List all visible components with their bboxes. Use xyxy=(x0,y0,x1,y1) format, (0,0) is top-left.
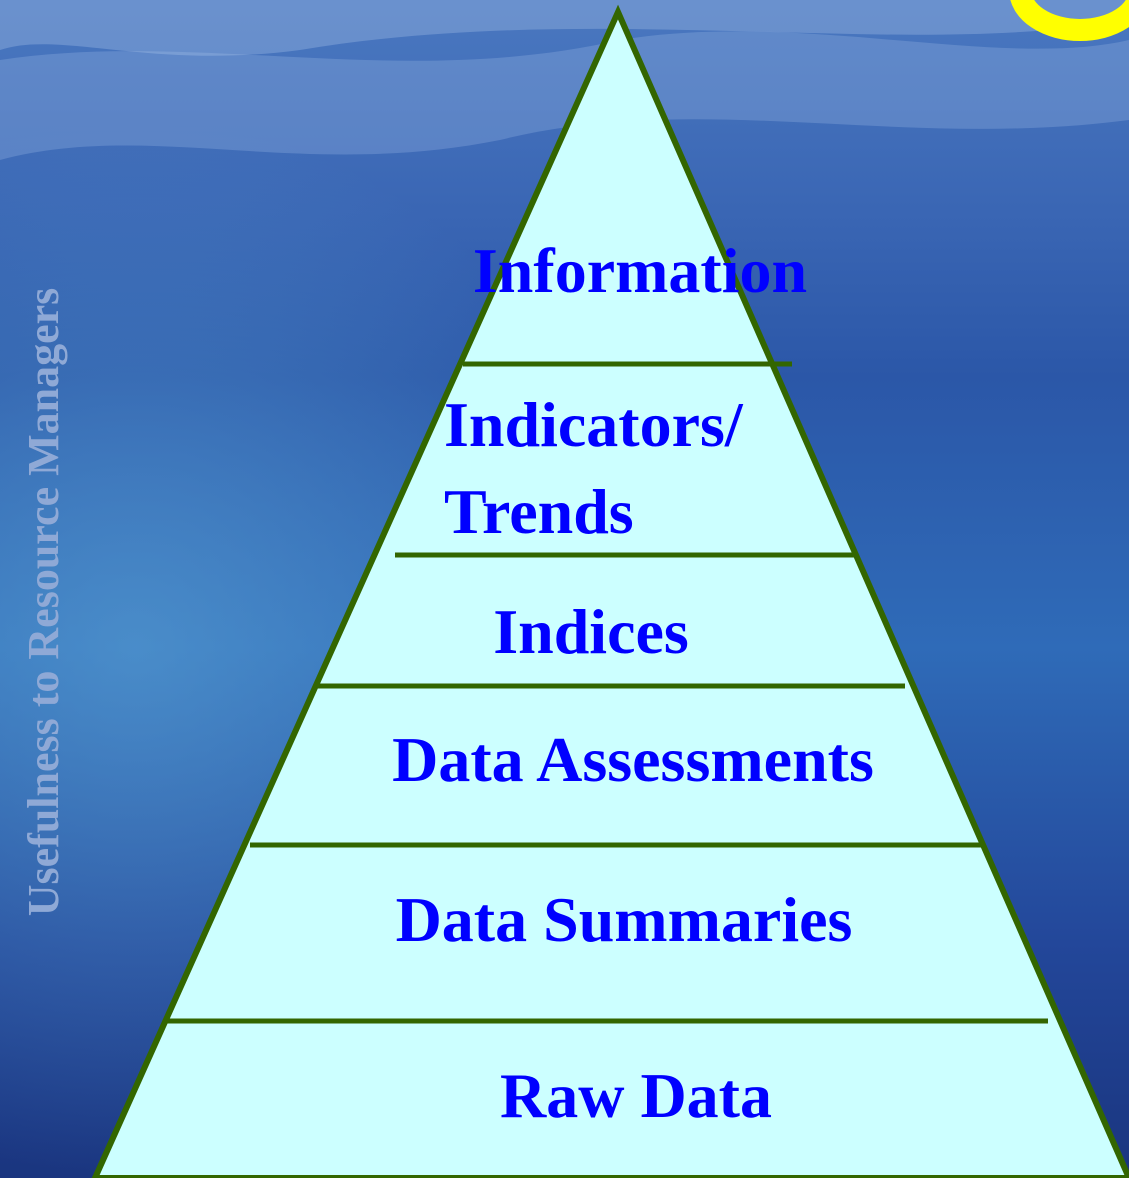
pyramid-shape xyxy=(91,4,1129,1178)
sun-glimpse-icon xyxy=(1010,0,1129,41)
level-label-indices: Indices xyxy=(493,596,689,667)
level-label-indicators: Indicators/ xyxy=(444,389,744,460)
usefulness-axis-label: Usefulness to Resource Managers xyxy=(19,288,68,917)
cloud-streak xyxy=(0,0,1129,56)
level-label-information: Information xyxy=(473,235,807,306)
level-label-trends: Trends xyxy=(444,476,634,547)
level-label-raw-data: Raw Data xyxy=(500,1060,772,1131)
level-label-data-summaries: Data Summaries xyxy=(396,884,853,955)
cloud-streak xyxy=(0,31,1129,160)
level-label-data-assessments: Data Assessments xyxy=(392,724,874,795)
